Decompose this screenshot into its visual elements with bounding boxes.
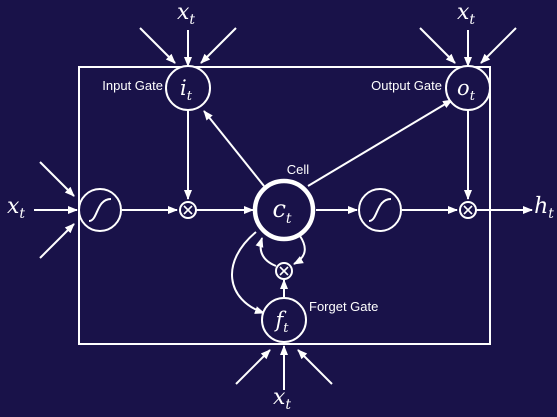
forget-gate-symbol: ft — [273, 308, 289, 336]
input-gate-label: Input Gate — [102, 78, 163, 93]
output-squash-sigmoid-icon — [368, 198, 392, 222]
input-xt-top-right: xt — [457, 0, 475, 28]
input-arrow-diag-right-input-gate — [200, 27, 237, 64]
input-squash-sigmoid-icon — [88, 198, 112, 222]
output-gate-node — [445, 65, 491, 111]
cell-symbol: ct — [272, 195, 291, 227]
output-squash-node — [358, 188, 402, 232]
input-squash-node — [78, 188, 122, 232]
arrow-forget-multiply-to-cell — [255, 237, 277, 267]
arrow-cell-to-forget-gate — [231, 231, 265, 314]
output-gate-symbol: ot — [457, 76, 476, 104]
cell-label: Cell — [287, 162, 310, 177]
input-arrow-diag-right-output-gate — [480, 27, 517, 64]
arrow-cell-to-output-gate — [307, 99, 453, 187]
cell-node — [252, 178, 316, 242]
input-gate-symbol: it — [180, 76, 193, 104]
input-xt-bottom: xt — [273, 385, 291, 413]
input-arrow-diag-bottom-right — [297, 349, 333, 385]
output-gate-label: Output Gate — [371, 78, 442, 93]
forget-gate-label: Forget Gate — [309, 299, 378, 314]
forget-gate-node — [261, 297, 307, 343]
input-arrow-diag-left-input-gate — [139, 27, 176, 64]
input-multiply-node — [179, 201, 197, 219]
input-arrow-diag-lower-left — [39, 223, 75, 259]
input-xt-left: xt — [7, 194, 25, 222]
arrow-cell-to-forget-multiply — [293, 235, 306, 265]
forget-multiply-node — [275, 262, 293, 280]
input-gate-node — [165, 65, 211, 111]
output-multiply-node — [459, 201, 477, 219]
input-xt-top-left: xt — [177, 0, 195, 28]
output-ht: ht — [534, 194, 554, 222]
arrow-cell-to-input-gate — [203, 110, 265, 187]
input-arrow-diag-left-output-gate — [419, 27, 456, 64]
input-arrow-diag-upper-left — [39, 161, 75, 197]
input-arrow-diag-bottom-left — [235, 349, 271, 385]
